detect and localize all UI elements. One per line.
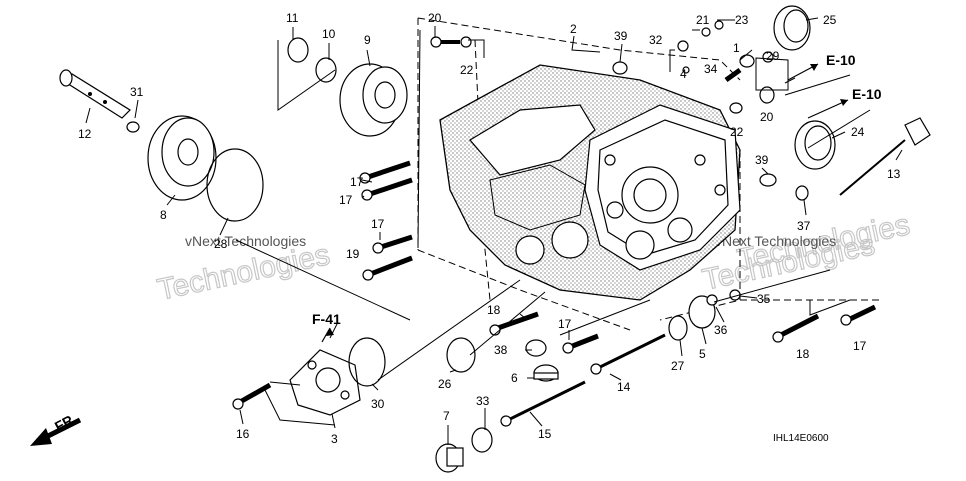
- long-bolt-14: [597, 333, 666, 370]
- label-18-b: 18: [796, 347, 810, 361]
- part-23: [714, 20, 724, 30]
- label-26: 26: [438, 377, 452, 391]
- oil-strainer-12: [59, 69, 131, 119]
- clutch-pulley-8: [147, 115, 217, 201]
- ref-e10-top: E-10: [826, 52, 856, 68]
- label-22-top: 22: [460, 63, 474, 77]
- o-ring-29: [762, 51, 774, 63]
- label-29: 29: [766, 49, 780, 63]
- reference-arrows: [30, 63, 849, 446]
- label-20-right: 20: [760, 110, 774, 124]
- label-23: 23: [735, 13, 749, 27]
- o-ring-28: [206, 148, 264, 222]
- label-27: 27: [671, 359, 685, 373]
- part-32: [677, 40, 689, 52]
- label-36: 36: [714, 323, 728, 337]
- label-4: 4: [680, 67, 687, 81]
- label-28: 28: [214, 237, 228, 251]
- label-2: 2: [570, 22, 577, 36]
- label-32: 32: [649, 33, 663, 47]
- label-6: 6: [511, 371, 518, 385]
- o-ring-37: [795, 185, 809, 201]
- label-19: 19: [346, 247, 360, 261]
- label-3: 3: [331, 432, 338, 446]
- plug-20b: [759, 86, 775, 104]
- diagram-code: IHL14E0600: [773, 433, 829, 444]
- label-34: 34: [704, 62, 718, 76]
- o-ring-31: [126, 121, 140, 133]
- cap-39b: [759, 173, 777, 187]
- part-21: [701, 27, 711, 37]
- plug-7: [435, 443, 464, 473]
- leader-lines: [85, 17, 903, 445]
- part-labels: 11 10 9 20 22 2 39 21 23 32 4 25 1 29 34…: [78, 11, 901, 446]
- label-21: 21: [696, 13, 710, 27]
- label-16: 16: [236, 427, 250, 441]
- watermark-small-right: vNext Technologies: [715, 233, 836, 249]
- ref-e10-mid: E-10: [852, 86, 882, 102]
- washer-38: [525, 339, 547, 357]
- label-39-top: 39: [614, 29, 628, 43]
- label-22-right: 22: [730, 125, 744, 139]
- bearing-25: [773, 5, 811, 51]
- label-9: 9: [364, 33, 371, 47]
- washer-10: [315, 57, 337, 83]
- washer-22a: [460, 36, 472, 48]
- label-7: 7: [443, 409, 450, 423]
- label-38: 38: [494, 343, 508, 357]
- watermark-small-left: vNext Technologies: [185, 233, 306, 249]
- transmission-case: [439, 64, 741, 301]
- drain-plug-6: [533, 364, 559, 382]
- label-13: 13: [887, 167, 901, 181]
- label-17-a: 17: [350, 175, 364, 189]
- label-33: 33: [476, 394, 490, 408]
- o-ring-27: [668, 315, 688, 341]
- oil-seal-26: [446, 337, 476, 373]
- washer-36: [706, 294, 718, 306]
- label-1: 1: [733, 41, 740, 55]
- label-17-e: 17: [853, 339, 867, 353]
- label-14: 14: [617, 380, 631, 394]
- label-17-d: 17: [558, 317, 572, 331]
- label-20-top: 20: [428, 11, 442, 25]
- label-35: 35: [757, 292, 771, 306]
- part-4: [682, 66, 690, 74]
- label-31: 31: [130, 85, 144, 99]
- label-39-right: 39: [755, 153, 769, 167]
- spring-11: [287, 37, 309, 63]
- oil-pump-3: [289, 349, 361, 416]
- o-ring-33: [471, 427, 493, 453]
- label-10: 10: [322, 27, 336, 41]
- label-37: 37: [797, 219, 811, 233]
- oil-filter-9: [339, 63, 408, 137]
- label-5: 5: [699, 347, 706, 361]
- label-17-c: 17: [371, 217, 385, 231]
- part-1: [739, 54, 755, 68]
- label-11: 11: [286, 11, 299, 25]
- label-30: 30: [371, 397, 385, 411]
- ref-f41: F-41: [312, 311, 341, 327]
- label-8: 8: [160, 208, 167, 222]
- o-ring-30: [348, 337, 386, 387]
- label-17-b: 17: [339, 193, 353, 207]
- cap-39a: [612, 61, 628, 75]
- label-15: 15: [538, 427, 552, 441]
- label-25: 25: [823, 13, 837, 27]
- bolt-group-left: [232, 36, 877, 410]
- label-18-a: 18: [487, 303, 501, 317]
- label-24: 24: [851, 125, 865, 139]
- valve-34: [724, 67, 742, 83]
- bearing-24: [794, 120, 836, 170]
- dipstick-13: [839, 117, 931, 196]
- washer-22b: [729, 102, 743, 114]
- label-12: 12: [78, 127, 92, 141]
- long-bolt-15: [507, 380, 586, 422]
